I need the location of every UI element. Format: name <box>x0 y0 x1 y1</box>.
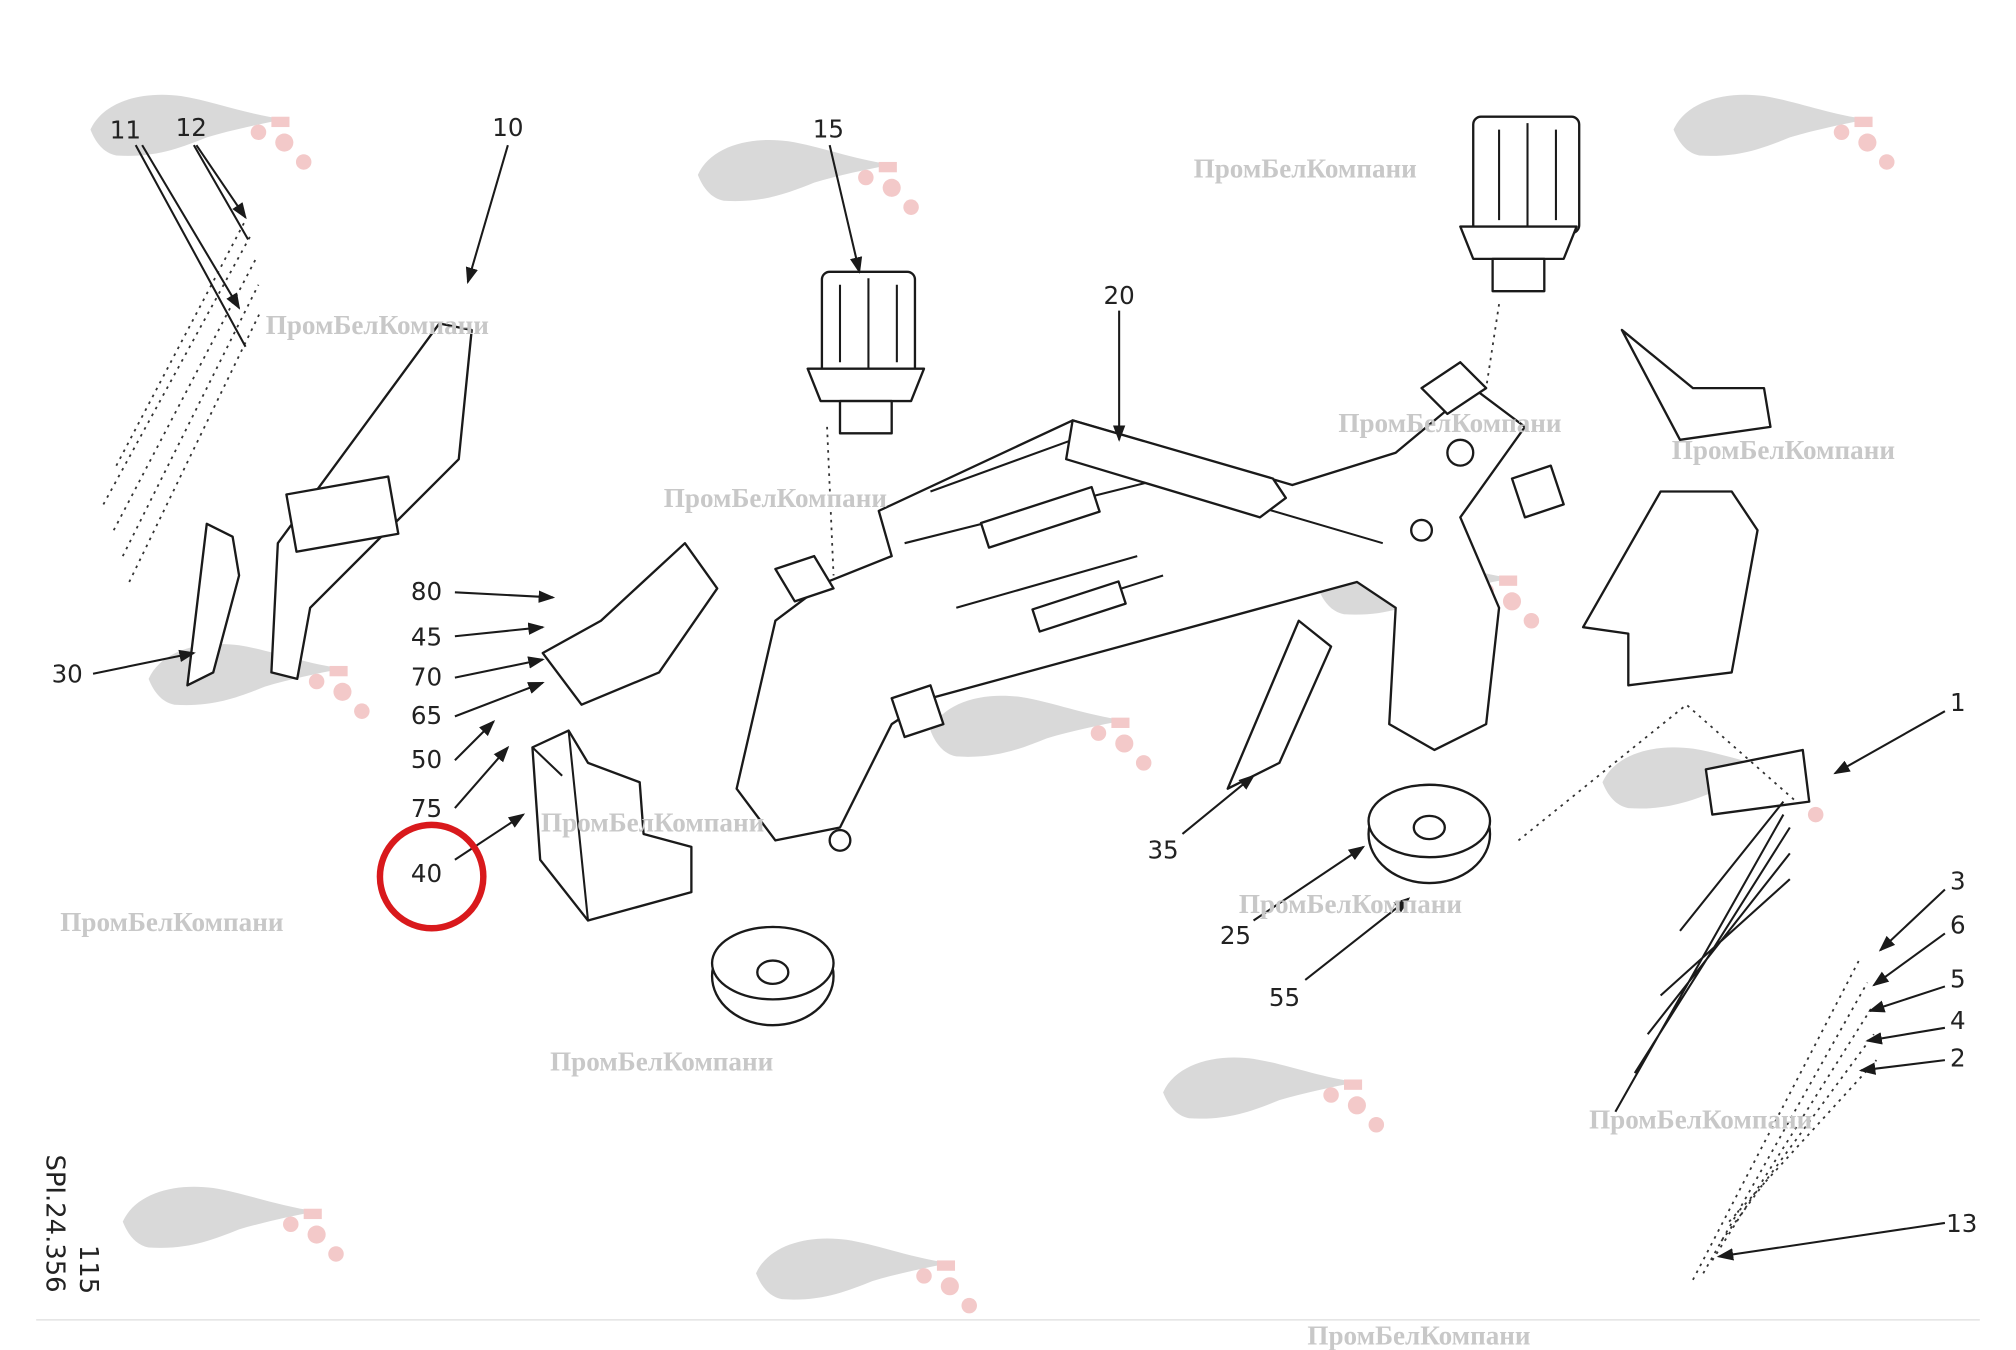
svg-text:ПромБелКомпани: ПромБелКомпани <box>664 483 887 513</box>
label-65: 65 <box>411 701 442 730</box>
svg-text:ПромБелКомпани: ПромБелКомпани <box>60 907 283 937</box>
wheel-hub-left <box>710 925 835 1027</box>
label-3: 3 <box>1950 867 1966 896</box>
svg-text:ПромБелКомпани: ПромБелКомпани <box>550 1046 773 1076</box>
svg-text:ПромБелКомпани: ПромБелКомпани <box>541 807 764 837</box>
label-50: 50 <box>411 745 442 774</box>
label-11: 11 <box>110 116 141 145</box>
label-20: 20 <box>1104 281 1135 310</box>
bracket-70 <box>541 542 719 706</box>
label-75: 75 <box>411 794 442 823</box>
svg-text:ПромБелКомпани: ПромБелКомпани <box>1672 435 1895 465</box>
mount-plate <box>1064 419 1288 519</box>
svg-text:ПромБелКомпани: ПромБелКомпани <box>1194 153 1417 183</box>
label-55: 55 <box>1269 983 1300 1012</box>
label-15: 15 <box>813 114 844 143</box>
label-45: 45 <box>411 622 442 651</box>
callout-labels: 11 12 10 15 20 80 45 70 65 50 75 40 30 3… <box>52 113 1978 1238</box>
wheel-hub-right <box>1367 783 1492 885</box>
hydraulic-motor-right <box>1459 115 1581 293</box>
label-35: 35 <box>1147 836 1178 865</box>
label-4: 4 <box>1950 1006 1966 1035</box>
plate-right <box>1620 328 1772 441</box>
label-1: 1 <box>1950 688 1966 717</box>
main-frame <box>735 361 1565 852</box>
label-5: 5 <box>1950 965 1966 994</box>
mount-arm-1 <box>1614 748 1811 1113</box>
label-2: 2 <box>1950 1044 1966 1073</box>
label-30: 30 <box>52 660 83 689</box>
hydraulic-motor-15 <box>806 270 926 435</box>
svg-text:ПромБелКомпани: ПромБелКомпани <box>1239 889 1462 919</box>
bracket-40 <box>531 729 693 922</box>
label-10: 10 <box>492 113 523 142</box>
drawing-code: SPI.24.356 <box>40 1154 70 1292</box>
tines-right <box>1692 956 1878 1281</box>
bracket-right <box>1581 490 1759 687</box>
svg-text:ПромБелКомпани: ПромБелКомпани <box>1307 1320 1530 1350</box>
svg-text:ПромБелКомпани: ПромБелКомпани <box>1589 1105 1812 1135</box>
label-80: 80 <box>411 577 442 606</box>
mount-arm-10 <box>186 322 473 687</box>
svg-text:ПромБелКомпани: ПромБелКомпани <box>1338 408 1561 438</box>
bracket-35 <box>1226 619 1333 790</box>
label-13: 13 <box>1946 1209 1977 1238</box>
page-number: 115 <box>73 1245 103 1294</box>
svg-text:ПромБелКомпани: ПромБелКомпани <box>266 310 489 340</box>
label-25: 25 <box>1220 921 1251 950</box>
label-70: 70 <box>411 662 442 691</box>
label-40: 40 <box>411 859 442 888</box>
watermark-text: ПромБелКомпани ПромБелКомпани ПромБелКом… <box>60 153 1895 1350</box>
label-6: 6 <box>1950 910 1966 939</box>
tines-left <box>102 219 262 583</box>
leader-lines <box>92 144 1946 1261</box>
highlight-circle <box>376 821 487 932</box>
label-12: 12 <box>176 113 207 142</box>
